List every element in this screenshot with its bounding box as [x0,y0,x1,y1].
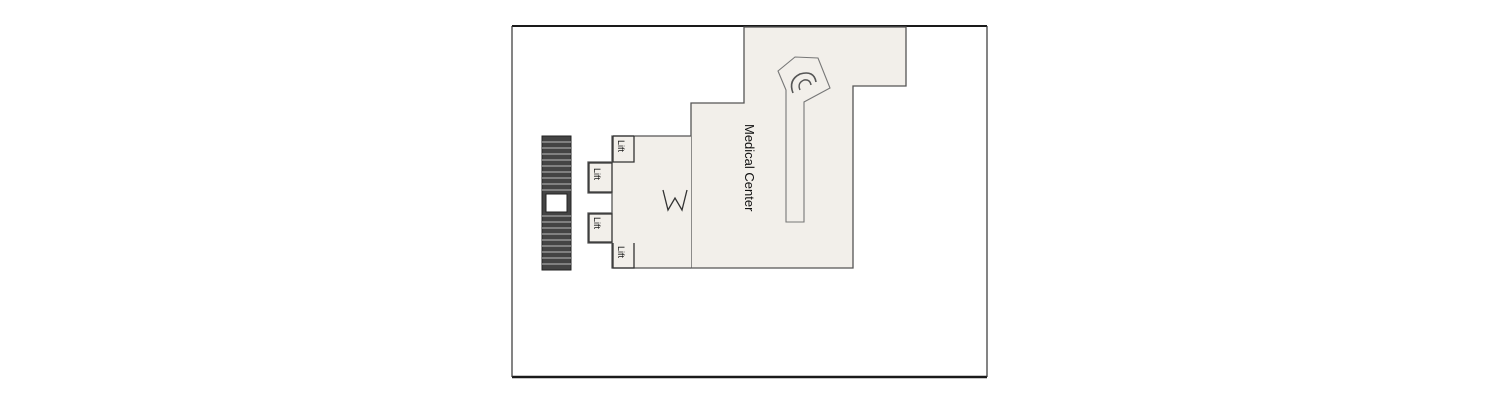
stairs [541,135,572,271]
medical-inner-structure [777,56,831,223]
medical-center-label: Medical Center [742,124,757,212]
connecting-alcove [662,189,688,212]
lift-1[interactable]: Lift [612,135,635,163]
lift-2[interactable]: Lift [588,162,613,193]
lift-2-label: Lift [592,168,602,181]
lift-4[interactable]: Lift [612,243,635,269]
lift-lobby-room[interactable] [587,135,691,269]
lift-1-label: Lift [616,140,626,153]
lift-3-label: Lift [592,217,602,230]
lift-3[interactable]: Lift [588,213,613,243]
lift-4-label: Lift [616,246,626,259]
